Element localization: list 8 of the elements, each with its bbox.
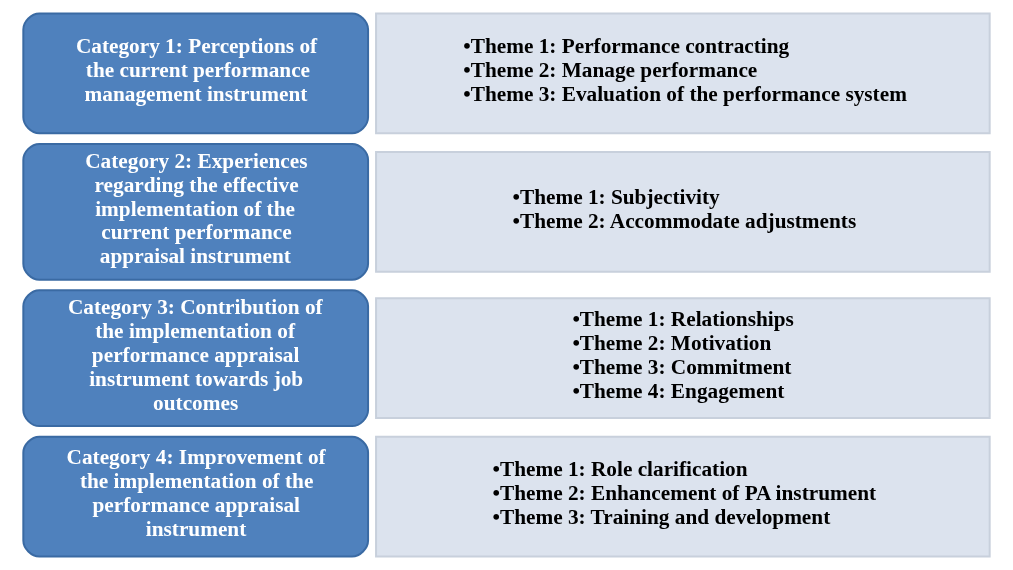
node-box: Category 1: Perceptions of the current performance management instrument (22, 12, 370, 135)
node-box: Category 2: Experiences regarding the effective implementation of the current performance appraisal instrument (22, 142, 370, 281)
node-box: •Theme 1: Performance contracting •Theme 2: Manage performance •Theme 3: Evaluation of the performance system (375, 12, 991, 135)
node-box: Category 4: Improvement of the implementation of the performance appraisal instrument (22, 435, 370, 558)
node-box: •Theme 1: Subjectivity •Theme 2: Accommodate adjustments (375, 150, 991, 273)
node-box: •Theme 1: Role clarification •Theme 2: Enhancement of PA instrument •Theme 3: Training and development (375, 435, 991, 558)
node-box: Category 3: Contribution of the implementation of performance appraisal instrument towards job outcomes (22, 289, 370, 428)
node-box: •Theme 1: Relationships •Theme 2: Motivation •Theme 3: Commitment •Theme 4: Engagement (375, 297, 991, 420)
